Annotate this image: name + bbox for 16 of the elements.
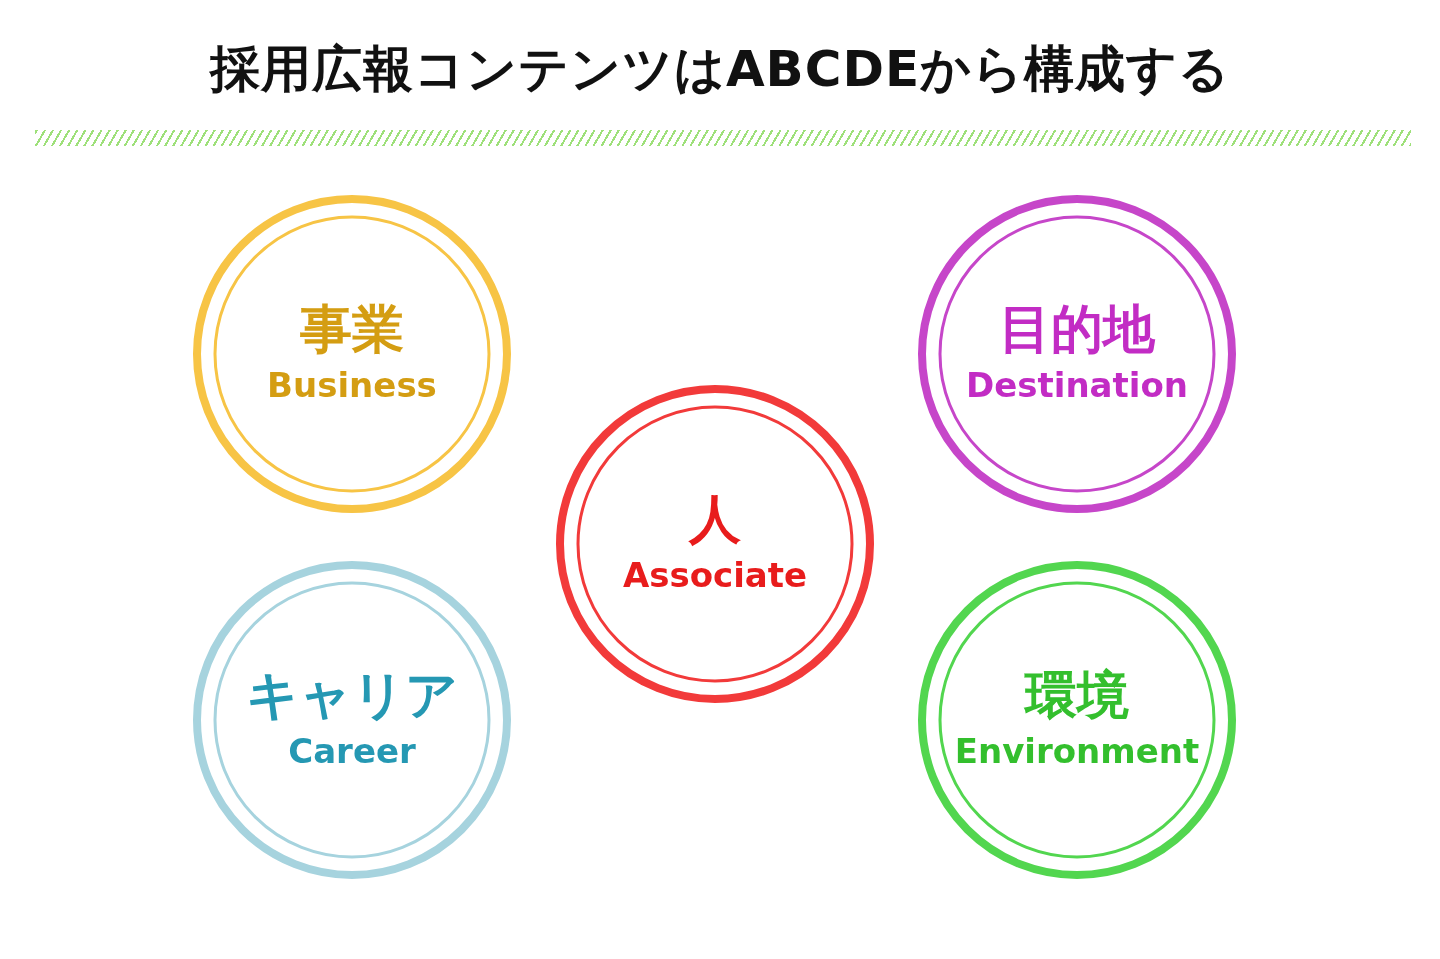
ring-circle bbox=[917, 194, 1237, 514]
title: 採用広報コンテンツはABCDEから構成する bbox=[209, 40, 1231, 98]
circle-heading: キャリア bbox=[246, 664, 458, 726]
circle-subtitle: Career bbox=[288, 730, 416, 773]
ring-circle bbox=[917, 560, 1237, 880]
circle-subtitle: Destination bbox=[965, 364, 1188, 407]
circle-subtitle: Business bbox=[267, 364, 437, 407]
circle-subtitle: Environment bbox=[954, 730, 1200, 773]
ring-circle bbox=[192, 194, 512, 514]
circle-heading: 事業 bbox=[300, 298, 404, 360]
circle-subtitle: Associate bbox=[622, 554, 808, 597]
circle-heading: 目的地 bbox=[999, 298, 1155, 360]
circle-heading: 環境 bbox=[1025, 664, 1129, 726]
ring-circle bbox=[192, 560, 512, 880]
circle-heading: 人 bbox=[689, 488, 741, 550]
ring-circle bbox=[555, 384, 875, 704]
